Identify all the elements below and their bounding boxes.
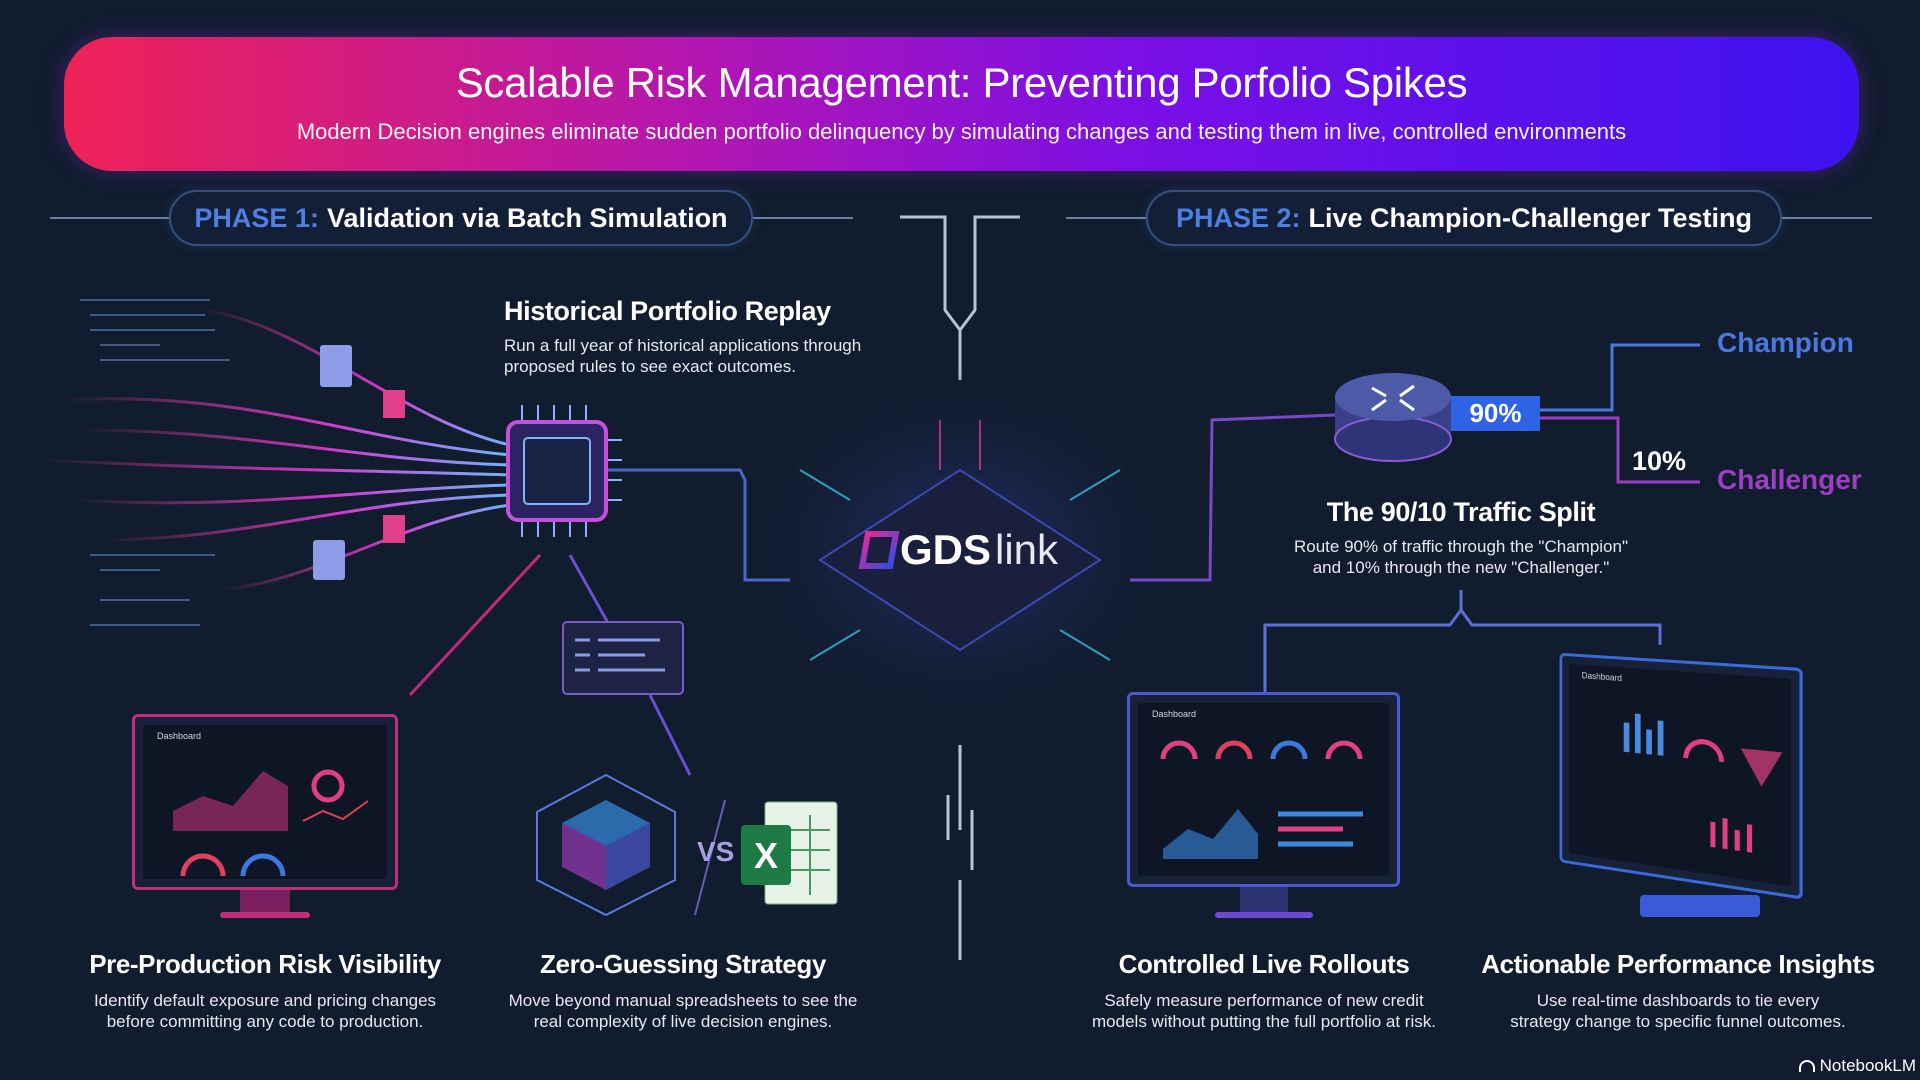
gds-logo-mark-icon bbox=[858, 531, 900, 569]
challenger-wire bbox=[1540, 416, 1700, 484]
chip-to-dashboard-wire bbox=[408, 553, 542, 697]
dashboard-monitor-rollouts: Dashboard bbox=[1127, 692, 1400, 887]
title-banner: Scalable Risk Management: Preventing Por… bbox=[64, 37, 1859, 171]
feature-preproduction: Pre-Production Risk Visibility Identify … bbox=[55, 949, 475, 1032]
data-cube-icon bbox=[536, 773, 676, 917]
document-icons bbox=[313, 345, 405, 580]
divider bbox=[50, 217, 170, 219]
center-wire-bottom bbox=[946, 745, 974, 960]
challenger-label: Challenger bbox=[1717, 464, 1862, 495]
split-title: The 90/10 Traffic Split bbox=[1326, 497, 1596, 527]
notebooklm-logo-icon bbox=[1798, 1060, 1815, 1072]
chip-to-engine-wire bbox=[606, 468, 790, 582]
code-panel-icon bbox=[562, 621, 684, 695]
replay-block: Historical Portfolio Replay Run a full y… bbox=[504, 296, 861, 377]
phase-1-label: PHASE 1: Validation via Batch Simulation bbox=[169, 190, 753, 246]
phase-1-prefix: PHASE 1: bbox=[194, 202, 319, 233]
main-percent-badge: 90% bbox=[1451, 396, 1540, 431]
feature-live-rollouts: Controlled Live Rollouts Safely measure … bbox=[1054, 949, 1474, 1032]
logo-brand: GDS bbox=[900, 526, 992, 573]
divider bbox=[753, 217, 853, 219]
split-desc-1: Route 90% of traffic through the "Champi… bbox=[1293, 537, 1628, 556]
phase-2-label: PHASE 2: Live Champion-Challenger Testin… bbox=[1146, 190, 1782, 246]
dashboard-monitor-preproduction: Dashboard bbox=[132, 714, 398, 890]
dashboard-label: Dashboard bbox=[1152, 709, 1197, 719]
decision-engine-chip-icon bbox=[799, 420, 1121, 661]
feature-title: Pre-Production Risk Visibility bbox=[89, 949, 441, 979]
page-subtitle: Modern Decision engines eliminate sudden… bbox=[296, 119, 1627, 144]
processor-chip-icon bbox=[506, 405, 622, 537]
notebooklm-watermark: NotebookLM bbox=[1798, 1056, 1916, 1076]
split-to-monitors-wire bbox=[1263, 590, 1662, 700]
feature-desc: Identify default exposure and pricing ch… bbox=[93, 991, 437, 1031]
dashboard-monitor-insights: Dashboard bbox=[1559, 652, 1803, 900]
feature-insights: Actionable Performance Insights Use real… bbox=[1458, 949, 1898, 1032]
excel-letter: X bbox=[753, 835, 778, 876]
champion-wire bbox=[1540, 343, 1700, 412]
monitor-base bbox=[1640, 895, 1760, 917]
engine-to-router-wire bbox=[1130, 413, 1336, 582]
champion-label: Champion bbox=[1717, 327, 1854, 358]
feature-title: Actionable Performance Insights bbox=[1481, 949, 1875, 979]
code-snippet-lines bbox=[80, 299, 230, 626]
monitor-stand bbox=[240, 890, 290, 914]
gds-link-logo: GDS link bbox=[858, 526, 1059, 574]
watermark-text: NotebookLM bbox=[1819, 1056, 1916, 1075]
phase-2-title: Live Champion-Challenger Testing bbox=[1308, 202, 1753, 233]
feature-desc: Safely measure performance of new credit… bbox=[1092, 991, 1436, 1031]
logo-suffix: link bbox=[995, 526, 1059, 573]
replay-desc-1: Run a full year of historical applicatio… bbox=[504, 336, 862, 355]
divider bbox=[1066, 217, 1146, 219]
phase-1-title: Validation via Batch Simulation bbox=[326, 202, 728, 233]
feature-zero-guessing: Zero-Guessing Strategy Move beyond manua… bbox=[473, 949, 893, 1032]
center-wire-top bbox=[900, 215, 962, 380]
monitor-stand bbox=[1240, 887, 1288, 913]
split-block: The 90/10 Traffic Split Route 90% of tra… bbox=[1211, 497, 1711, 578]
spreadsheet-icon bbox=[741, 801, 838, 905]
feature-title: Zero-Guessing Strategy bbox=[540, 949, 826, 979]
feature-title: Controlled Live Rollouts bbox=[1118, 949, 1410, 979]
vs-label: VS bbox=[697, 836, 735, 867]
monitor-base bbox=[220, 912, 310, 918]
phase-2-prefix: PHASE 2: bbox=[1175, 202, 1301, 233]
divider bbox=[1782, 217, 1872, 219]
replay-desc-2: proposed rules to see exact outcomes. bbox=[504, 357, 796, 376]
split-desc-2: and 10% through the new "Challenger." bbox=[1312, 558, 1610, 577]
page-title: Scalable Risk Management: Preventing Por… bbox=[455, 59, 1468, 106]
replay-title: Historical Portfolio Replay bbox=[504, 296, 831, 326]
minor-percent-label: 10% bbox=[1632, 446, 1687, 476]
dashboard-label: Dashboard bbox=[157, 731, 202, 741]
data-stream-lines bbox=[39, 308, 511, 592]
feature-desc: Move beyond manual spreadsheets to see t… bbox=[508, 991, 858, 1031]
monitor-base bbox=[1215, 912, 1313, 918]
router-icon bbox=[1334, 373, 1452, 462]
